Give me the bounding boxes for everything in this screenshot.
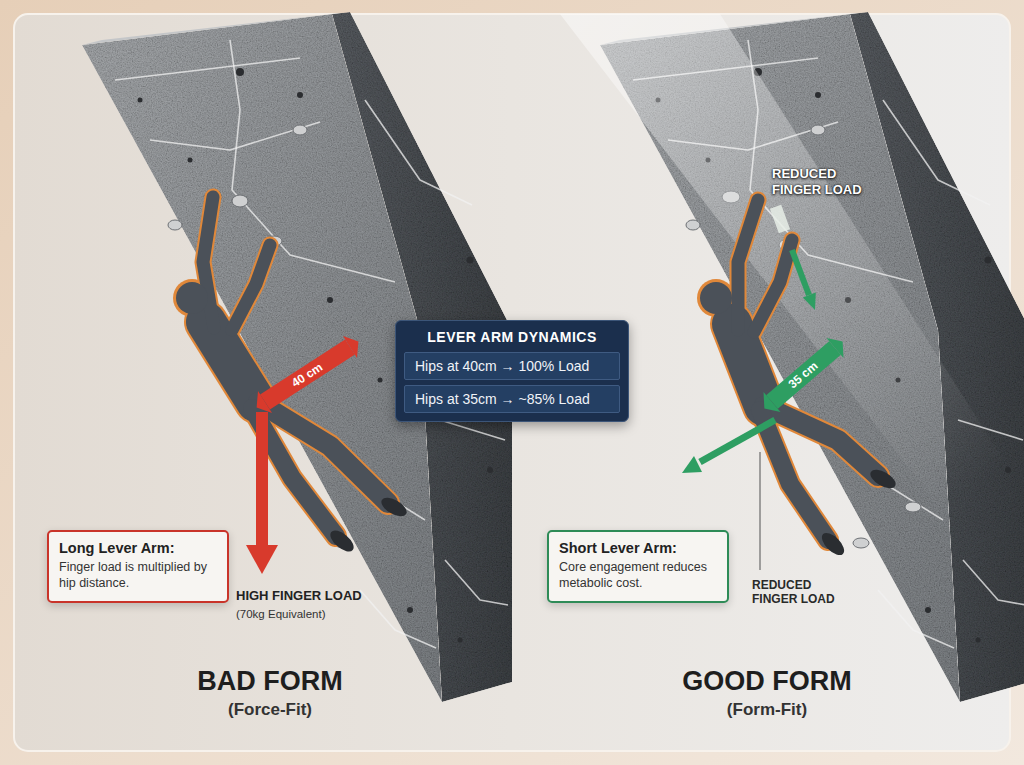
shoe: [327, 527, 357, 556]
hold: [232, 195, 248, 207]
force-arrow: [256, 412, 268, 548]
force-arrow: [700, 420, 775, 462]
arrowhead: [803, 293, 816, 311]
leg: [760, 410, 828, 540]
callout-box: Short Lever Arm: Core engagement reduces …: [547, 530, 729, 603]
load-note: (70kg Equivalent): [236, 608, 326, 620]
force-arrow: [792, 250, 809, 295]
arrowhead: [257, 391, 272, 413]
arrowhead: [343, 336, 358, 358]
pit: [297, 92, 303, 98]
shoe: [818, 529, 848, 559]
crack: [115, 58, 300, 80]
panel-title: GOOD FORM: [617, 666, 917, 697]
pit: [467, 257, 474, 264]
panel-subtitle: (Force-Fit): [120, 700, 420, 720]
pit: [487, 467, 493, 473]
callout-heading: Long Lever Arm:: [59, 540, 217, 556]
climber-silhouette: [203, 197, 878, 540]
callout-text: Finger load is multiplied by hip distanc…: [59, 559, 217, 592]
head: [700, 282, 732, 314]
crack: [150, 122, 320, 150]
panel-heading: LEVER ARM DYNAMICS: [396, 321, 628, 352]
wall-top-edge: [82, 12, 350, 45]
arrowhead: [764, 392, 781, 412]
arm: [738, 200, 758, 330]
table-row: Hips at 35cm → ~85% Load: [404, 385, 620, 413]
hold-highlight: [770, 205, 790, 234]
hold: [293, 125, 307, 135]
pit: [236, 68, 244, 76]
load-label: HIGH FINGER LOAD: [236, 588, 362, 603]
leader-line: [759, 452, 760, 570]
annotation-label: REDUCED FINGER LOAD: [772, 166, 877, 197]
arm: [754, 240, 792, 332]
arrowhead: [827, 338, 844, 358]
dimension-band: [265, 347, 350, 402]
dimension-label: 35 cm: [786, 359, 821, 392]
callout-box: Long Lever Arm: Finger load is multiplied…: [47, 530, 229, 603]
climbing-shoes: [327, 466, 899, 559]
panel-subtitle: (Form-Fit): [617, 700, 917, 720]
climber-outline: [203, 197, 878, 540]
pit: [458, 638, 463, 643]
dimension-label: 40 cm: [289, 360, 325, 390]
shoe: [378, 494, 409, 520]
crack: [365, 100, 472, 205]
hold: [168, 220, 182, 230]
arrowhead: [246, 545, 278, 574]
light-rays: [560, 14, 1010, 600]
pit: [407, 607, 413, 613]
table-row: Hips at 40cm → 100% Load: [404, 352, 620, 380]
pit: [327, 297, 333, 303]
data-panel: LEVER ARM DYNAMICSHips at 40cm → 100% Lo…: [395, 320, 629, 422]
crack: [230, 40, 395, 282]
arrowhead: [682, 456, 702, 473]
crack: [440, 420, 505, 440]
pit: [138, 98, 143, 103]
arm: [232, 245, 270, 330]
pit: [378, 378, 383, 383]
panel-title: BAD FORM: [120, 666, 420, 697]
callout-text: Core engagement reduces metabolic cost.: [559, 559, 717, 592]
callout-heading: Short Lever Arm:: [559, 540, 717, 556]
shoe: [867, 466, 898, 492]
arm: [203, 197, 214, 328]
arm: [203, 197, 214, 328]
crack: [445, 560, 508, 605]
climbing-holds: [168, 125, 403, 548]
dimension-band: [772, 348, 835, 402]
pit: [188, 158, 193, 163]
arm: [232, 245, 270, 330]
crack: [360, 590, 436, 648]
arm: [738, 200, 758, 330]
arm: [754, 240, 792, 332]
annotation-label: REDUCED FINGER LOAD: [752, 578, 852, 607]
head: [176, 282, 208, 314]
